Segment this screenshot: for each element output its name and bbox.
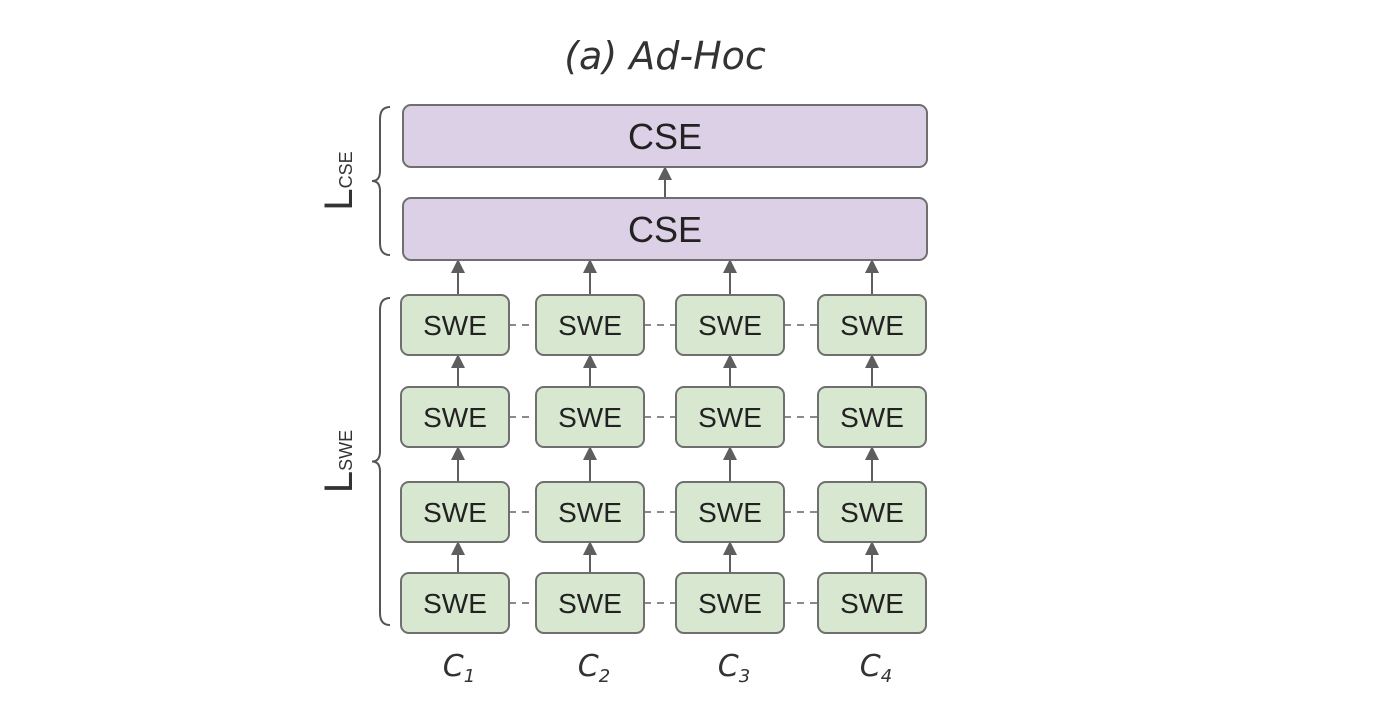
swe-box-r1-c1-label: SWE [423, 310, 487, 341]
brace-swe [371, 297, 391, 626]
column-label-1: C1 [443, 649, 475, 687]
swe-box-r4-c3-shape [675, 572, 785, 634]
swe-box-r2-c3-shape [675, 386, 785, 448]
column-label-sub: 3 [739, 666, 750, 687]
bracket-label-main: L [317, 188, 361, 210]
swe-box-r3-c1: SWE [400, 481, 510, 543]
swe-box-r1-c1-shape [400, 294, 510, 356]
swe-box-r2-c3-label: SWE [698, 402, 762, 433]
swe-box-r2-c4-label: SWE [840, 402, 904, 433]
swe-box-r4-c1-shape [400, 572, 510, 634]
swe-box-r3-c3: SWE [675, 481, 785, 543]
swe-box-r3-c1-label: SWE [423, 497, 487, 528]
column-label-3: C3 [718, 649, 750, 687]
bracket-label-sub: CSE [336, 151, 356, 188]
swe-box-r4-c1-label: SWE [423, 588, 487, 619]
swe-box-r1-c4: SWE [817, 294, 927, 356]
swe-box-r3-c4: SWE [817, 481, 927, 543]
swe-box-r3-c2: SWE [535, 481, 645, 543]
swe-box-r1-c2: SWE [535, 294, 645, 356]
swe-box-r2-c4: SWE [817, 386, 927, 448]
swe-box-r1-c4-label: SWE [840, 310, 904, 341]
swe-box-r2-c1-label: SWE [423, 402, 487, 433]
bracket-label-sub: SWE [336, 430, 356, 471]
swe-box-r4-c3: SWE [675, 572, 785, 634]
swe-box-r3-c2-shape [535, 481, 645, 543]
column-label-main: C [443, 649, 464, 684]
swe-box-r3-c4-label: SWE [840, 497, 904, 528]
swe-box-r2-c1: SWE [400, 386, 510, 448]
brace-cse [371, 106, 391, 256]
cse-box-2: CSE [402, 197, 928, 261]
column-label-2: C2 [578, 649, 610, 687]
bracket-label-main: L [317, 471, 361, 493]
cse-box-1-shape [402, 104, 928, 168]
swe-box-r1-c3-shape [675, 294, 785, 356]
swe-box-r3-c3-label: SWE [698, 497, 762, 528]
swe-box-r4-c2-shape [535, 572, 645, 634]
column-label-main: C [578, 649, 599, 684]
swe-box-r1-c4-shape [817, 294, 927, 356]
column-label-main: C [860, 649, 881, 684]
swe-box-r4-c2-label: SWE [558, 588, 622, 619]
diagram-title: (a) Ad-Hoc [564, 34, 766, 78]
swe-box-r2-c2-label: SWE [558, 402, 622, 433]
column-label-sub: 1 [464, 666, 475, 687]
swe-box-r1-c2-shape [535, 294, 645, 356]
column-label-sub: 2 [599, 666, 610, 687]
column-label-main: C [718, 649, 739, 684]
cse-box-2-shape [402, 197, 928, 261]
cse-box-1-label: CSE [628, 116, 702, 157]
swe-box-r1-c3-label: SWE [698, 310, 762, 341]
swe-box-r3-c2-label: SWE [558, 497, 622, 528]
swe-box-r3-c4-shape [817, 481, 927, 543]
cse-box-1: CSE [402, 104, 928, 168]
swe-box-r2-c2-shape [535, 386, 645, 448]
column-label-sub: 4 [881, 666, 892, 687]
swe-box-r4-c2: SWE [535, 572, 645, 634]
cse-box-2-label: CSE [628, 209, 702, 250]
bracket-label-swe: LSWE [317, 430, 361, 493]
swe-box-r2-c3: SWE [675, 386, 785, 448]
column-label-4: C4 [860, 649, 892, 687]
swe-box-r1-c1: SWE [400, 294, 510, 356]
swe-box-r2-c2: SWE [535, 386, 645, 448]
swe-box-r4-c3-label: SWE [698, 588, 762, 619]
swe-box-r4-c4-shape [817, 572, 927, 634]
swe-box-r4-c4: SWE [817, 572, 927, 634]
swe-box-r1-c2-label: SWE [558, 310, 622, 341]
swe-box-r4-c4-label: SWE [840, 588, 904, 619]
swe-box-r2-c1-shape [400, 386, 510, 448]
swe-box-r3-c1-shape [400, 481, 510, 543]
swe-box-r4-c1: SWE [400, 572, 510, 634]
swe-box-r2-c4-shape [817, 386, 927, 448]
swe-box-r1-c3: SWE [675, 294, 785, 356]
bracket-label-cse: LCSE [317, 151, 361, 210]
swe-box-r3-c3-shape [675, 481, 785, 543]
